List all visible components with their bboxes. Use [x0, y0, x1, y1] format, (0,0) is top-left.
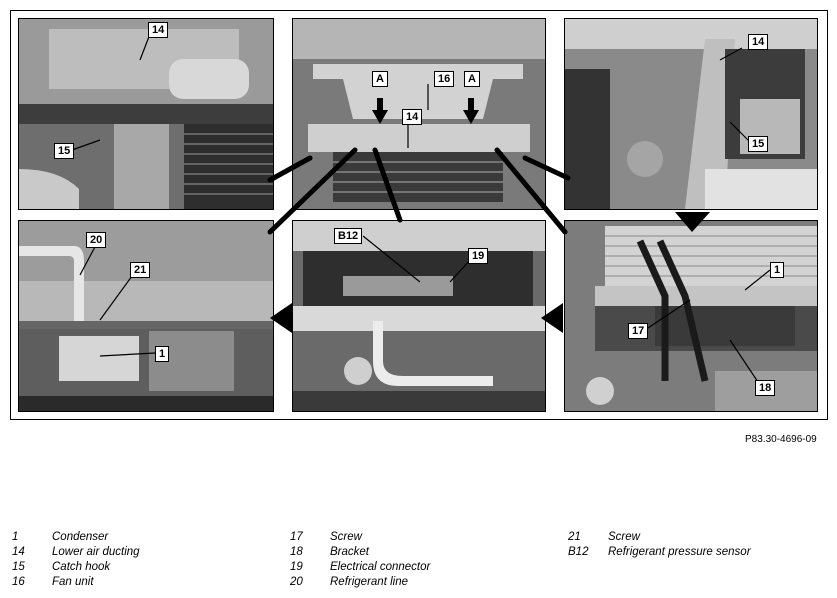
callout-label: 15	[748, 136, 769, 152]
photo-panel-catch-hook	[564, 18, 818, 210]
photo-panel-pressure-sensor	[292, 220, 546, 412]
callout-label: A	[372, 71, 388, 87]
figure-reference-code: P83.30-4696-09	[745, 434, 817, 445]
callout-label: 14	[148, 22, 169, 38]
callout-label: A	[464, 71, 480, 87]
callout-label: 17	[628, 323, 649, 339]
arrow-a-left	[372, 98, 388, 124]
callout-label: 18	[755, 380, 776, 396]
callout-label: 16	[434, 71, 455, 87]
callout-label: B12	[334, 228, 363, 244]
callout-label: 21	[130, 262, 151, 278]
callout-label: 20	[86, 232, 107, 248]
arrow-a-right	[463, 98, 479, 124]
callout-label: 1	[770, 262, 785, 278]
callout-label: 19	[468, 248, 489, 264]
photo-panel-lower-air-ducting	[18, 18, 274, 210]
callout-label: 1	[155, 346, 170, 362]
callout-label: 15	[54, 143, 75, 159]
photo-panel-refrigerant-line	[18, 220, 274, 412]
callout-label: 14	[402, 109, 423, 125]
callout-label: 14	[748, 34, 769, 50]
photo-panel-condenser-bracket	[564, 220, 818, 412]
